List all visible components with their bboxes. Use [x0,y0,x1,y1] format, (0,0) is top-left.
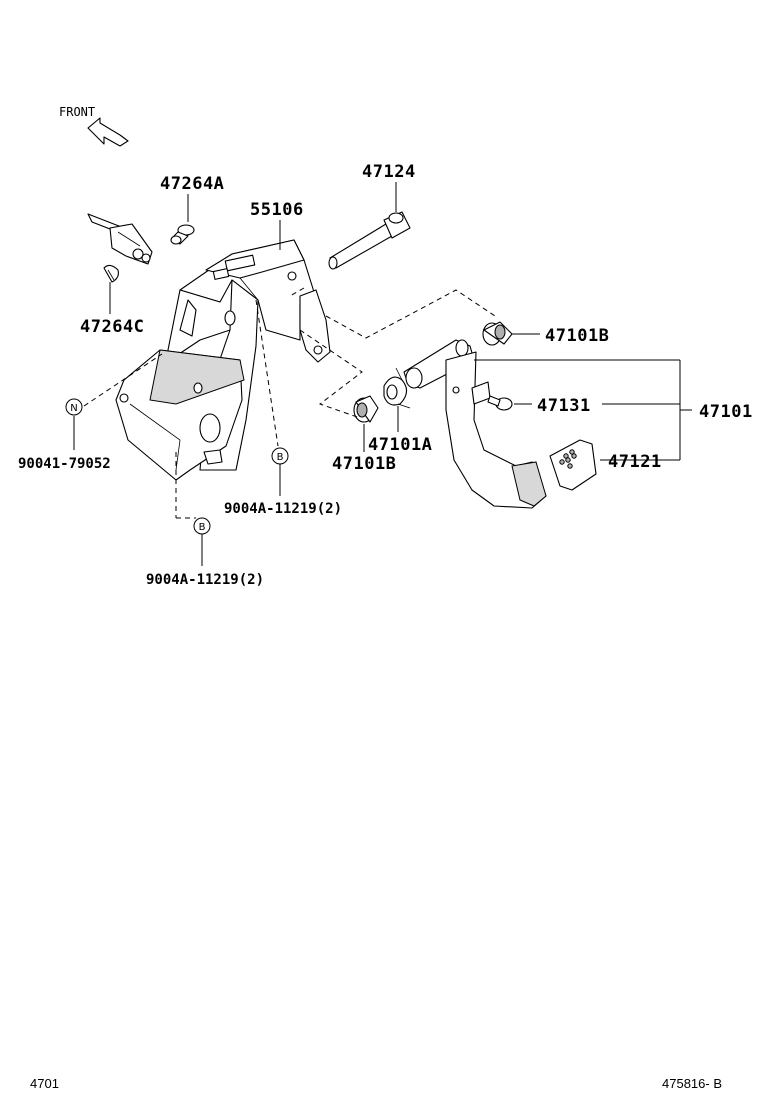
label-55106: 55106 [250,200,304,220]
label-90041-79052: 90041-79052 [18,456,111,472]
label-47101: 47101 [699,402,753,422]
callout-b-right: B [271,447,289,465]
pivot-bolt [328,211,411,270]
svg-text:B: B [199,522,206,533]
bushing-top [482,321,513,346]
svg-text:N: N [70,403,77,414]
pedal-arm [403,339,547,509]
return-spring [383,367,411,409]
label-47124: 47124 [362,162,416,182]
clevis-pushrod [87,213,153,265]
clip-47264c [103,264,119,283]
label-9004a-left: 9004A-11219(2) [146,572,264,588]
pedal-pad [549,439,597,491]
bushing-bottom [353,395,379,423]
svg-text:B: B [277,452,284,463]
assembly-dashed-lines [83,287,499,519]
clevis-pin [170,224,195,245]
screw-47131 [487,395,513,411]
callout-n: N [65,398,83,416]
footer-right-code: 475816- B [662,1076,722,1091]
label-47101b-top: 47101B [545,326,609,346]
callout-b-left: B [193,517,211,535]
footer-left-code: 4701 [30,1076,59,1091]
front-label: FRONT [59,105,95,119]
label-47121: 47121 [608,452,662,472]
label-9004a-right: 9004A-11219(2) [224,501,342,517]
label-47101b-bottom: 47101B [332,454,396,474]
label-47131: 47131 [537,396,591,416]
mounting-plate [115,349,245,481]
label-47264a: 47264A [160,174,224,194]
label-47101a: 47101A [368,435,432,455]
front-arrow-icon [87,117,129,147]
leader-lines [73,182,692,566]
label-47264c: 47264C [80,317,144,337]
